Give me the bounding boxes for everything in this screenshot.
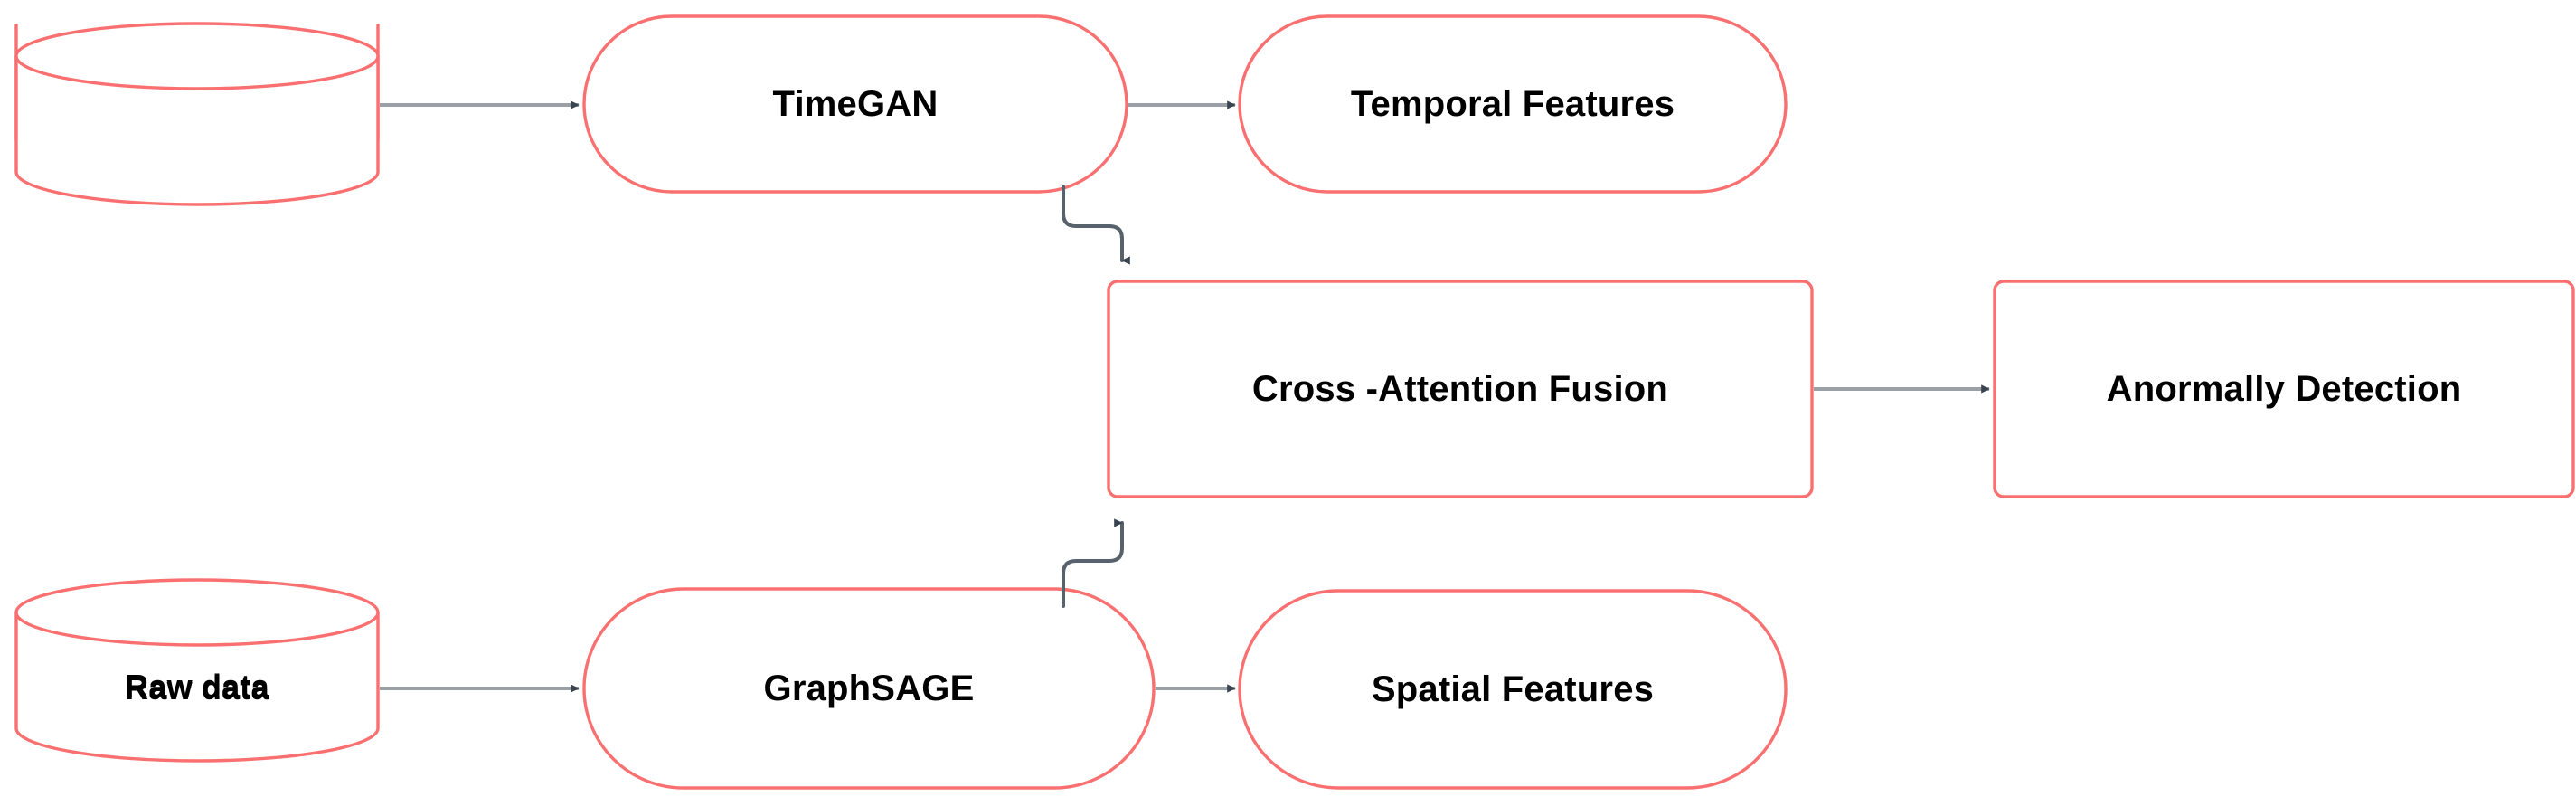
node-raw-data-bottom[interactable] (14, 578, 380, 763)
node-spatial-features[interactable] (1238, 589, 1788, 790)
edge-timegan-to-cross-attention (1062, 185, 1130, 265)
cylinder-shell-raw-data-bottom (14, 612, 380, 763)
node-anomaly-detection[interactable] (1993, 280, 2575, 498)
node-cross-attention-fusion[interactable] (1107, 280, 1814, 498)
edge-graphsage-to-cross-attention (1062, 518, 1124, 608)
cylinder-shell-raw-data-top (14, 56, 380, 206)
node-raw-data-top[interactable] (14, 22, 380, 206)
node-timegan[interactable] (582, 14, 1128, 194)
node-graphsage[interactable] (582, 587, 1156, 790)
node-temporal-features[interactable] (1238, 14, 1788, 194)
cylinder-top-ellipse-raw-data-bottom (14, 578, 380, 647)
cylinder-top-ellipse-raw-data-top (14, 22, 380, 90)
